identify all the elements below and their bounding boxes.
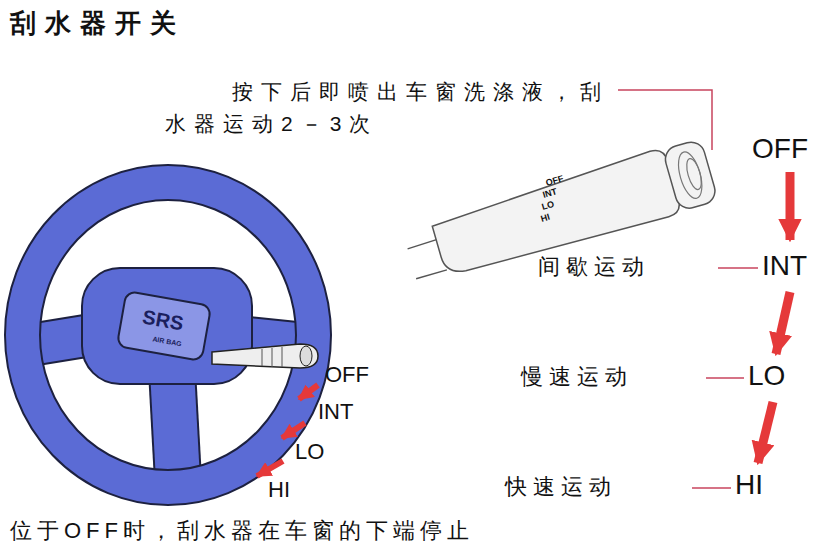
leader-line	[618, 90, 712, 150]
function-note: 快速运动	[505, 474, 617, 500]
switch-position: OFF	[325, 362, 369, 388]
diagram-title: 刮水器开关	[10, 8, 185, 39]
caption-note: 位于OFF时，刮水器在车窗的下端停止	[10, 518, 474, 544]
enlarged-stalk	[400, 137, 719, 288]
switch-position: INT	[762, 249, 807, 283]
airbag-emblem	[117, 291, 211, 361]
switch-position: LO	[295, 439, 324, 465]
small-stalk	[212, 344, 318, 368]
function-note: 慢速运动	[521, 364, 633, 390]
switch-position: HI	[268, 477, 290, 503]
function-note: 间歇运动	[538, 254, 650, 280]
switch-position: INT	[318, 399, 353, 425]
switch-position: LO	[748, 359, 785, 393]
switch-position: OFF	[752, 132, 808, 166]
wheel-rim	[5, 165, 331, 505]
switch-arrows-large	[758, 172, 790, 463]
switch-position: HI	[735, 468, 763, 502]
callout-note: 按下后即喷出车窗洗涤液，刮水器运动2－3次	[165, 76, 625, 139]
wheel-hub	[82, 268, 252, 384]
